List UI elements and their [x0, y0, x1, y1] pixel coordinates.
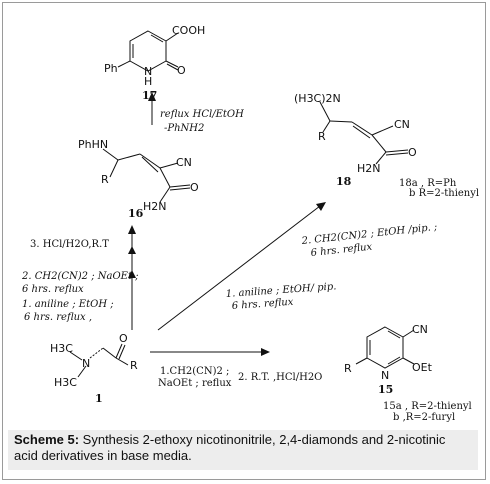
c15-oet-label: OEt	[412, 361, 433, 374]
c1-n-label: N	[82, 357, 90, 370]
c15-r-label: R	[344, 362, 352, 375]
arrow-head-16	[128, 225, 136, 234]
c18-h2n-label: H2N	[357, 162, 381, 175]
c18-variant-b: b R=2-thienyl	[409, 188, 479, 199]
c17-o-label: O	[177, 64, 186, 77]
c16-cn-label: CN	[176, 156, 192, 169]
c16-h2n-label: H2N	[143, 200, 167, 213]
cond-step2-line1: 2. CH2(CN)2 ; NaOEt ;	[21, 271, 139, 282]
c1-o-label: O	[119, 332, 128, 345]
c15-n-label: N	[381, 369, 389, 382]
cond-step1-line2: 6 hrs. reflux ,	[24, 312, 92, 323]
c18-o-label: O	[408, 146, 417, 159]
compound-18-number: 18	[336, 175, 352, 188]
arrow-head-17	[148, 92, 156, 101]
cond-step3: 3. HCl/H2O,R.T	[30, 239, 109, 250]
cond-17-line1: reflux HCl/EtOH	[160, 109, 244, 120]
cond-18-step1-line2: 6 hrs. reflux	[231, 297, 294, 312]
compound-15-structure	[355, 326, 415, 369]
c15-variant-a: 15a , R=2-thienyl	[383, 401, 472, 412]
c18-r-label: R	[318, 130, 326, 143]
arrow-head-18	[316, 202, 326, 211]
compound-1-number: 1	[95, 392, 103, 405]
arrow-mark-step3	[128, 246, 136, 254]
compound-18-structure	[319, 101, 409, 165]
c1-h3c-top-label: H3C	[50, 342, 73, 355]
caption-text: Synthesis 2-ethoxy nicotinonitrile, 2,4-…	[14, 432, 446, 463]
c18-variant-a: 18a , R=Ph	[399, 178, 457, 189]
cond-15-step2: 2. R.T. ,HCl/H2O	[238, 372, 322, 383]
c1-r-label: R	[130, 359, 138, 372]
c17-cooh-label: COOH	[172, 24, 205, 37]
compound-15-number: 15	[378, 383, 393, 396]
compound-17-number: 17	[142, 89, 157, 102]
c15-variant-b: b ,R=2-furyl	[393, 412, 455, 423]
compound-16-structure	[102, 148, 191, 203]
arrow-1-to-18	[157, 205, 321, 331]
c16-o-label: O	[190, 181, 199, 194]
arrow-mark-step2	[128, 270, 136, 278]
scheme-frame	[2, 2, 486, 480]
cond-step2-line2: 6 hrs. reflux	[22, 284, 84, 295]
caption-label: Scheme 5:	[14, 432, 80, 447]
scheme-caption: Scheme 5: Synthesis 2-ethoxy nicotinonit…	[8, 430, 478, 470]
compound-17-structure	[117, 30, 179, 72]
c17-ph-label: Ph	[104, 62, 118, 75]
cond-17-line2: -PhNH2	[164, 123, 204, 134]
c18-cn-label: CN	[394, 118, 410, 131]
c15-cn-label: CN	[412, 323, 428, 336]
cond-15-step1-line1: 1.CH2(CN)2 ;	[160, 366, 229, 377]
c16-r-label: R	[101, 173, 109, 186]
c1-h3c-bottom-label: H3C	[54, 376, 77, 389]
cond-15-step1-line2: NaOEt ; reflux	[158, 378, 232, 389]
cond-step1-line1: 1. aniline ; EtOH ;	[22, 299, 114, 310]
c16-phhn-label: PhHN	[78, 138, 108, 151]
c17-n-label: N	[144, 65, 152, 78]
compound-16-number: 16	[128, 207, 144, 220]
c18-nme2-label: (H3C)2N	[294, 92, 341, 105]
c17-h-label: H	[144, 75, 152, 88]
compound-1-structure	[69, 343, 129, 378]
arrow-head-15	[261, 348, 270, 356]
